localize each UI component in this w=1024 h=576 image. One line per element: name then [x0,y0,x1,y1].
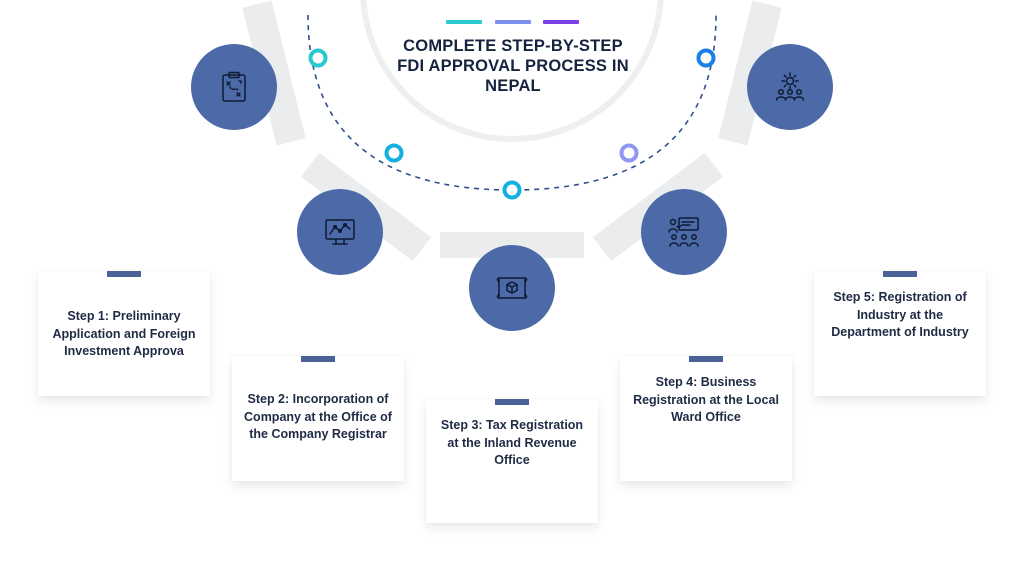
step-5-card-bar [883,271,917,277]
step-5-icon-circle [747,44,833,130]
step-2-icon-circle [297,189,383,275]
step-1-card-bar [107,271,141,277]
title-accent-bars [446,20,580,26]
blueprint-box-icon [496,277,528,299]
step-4-card: Step 4: Business Registration at the Loc… [620,356,792,481]
step-1-card: Step 1: Preliminary Application and Fore… [38,271,210,396]
gear-team-icon [775,72,805,101]
step-3-label: Step 3: Tax Registration at the Inland R… [440,418,584,467]
step-3-icon-circle [469,245,555,331]
step-3-card-bar [495,399,529,405]
step-4-label: Step 4: Business Registration at the Loc… [633,375,779,424]
page-title: COMPLETE STEP-BY-STEP FDI APPROVAL PROCE… [397,37,629,95]
monitor-chart-icon [325,219,355,245]
accent-bar-purple [543,20,579,24]
timeline-dot-5 [696,48,716,68]
title-inner-disc [366,0,658,136]
timeline-dot-2 [384,143,404,163]
presentation-meeting-icon [668,217,699,247]
timeline-dot-3 [502,180,522,200]
step-5-card: Step 5: Registration of Industry at the … [814,271,986,396]
step-4-icon-circle [641,189,727,275]
step-2-card-bar [301,356,335,362]
clipboard-strategy-icon [222,71,246,102]
step-1-icon-circle [191,44,277,130]
step-2-card: Step 2: Incorporation of Company at the … [232,356,404,481]
timeline-dot-4 [619,143,639,163]
step-1-label: Step 1: Preliminary Application and Fore… [52,309,196,358]
accent-bar-cyan [446,20,482,24]
step-2-label: Step 2: Incorporation of Company at the … [244,392,392,441]
timeline-dot-1 [308,48,328,68]
step-4-card-bar [689,356,723,362]
step-5-label: Step 5: Registration of Industry at the … [831,290,969,339]
accent-bar-periwinkle [495,20,531,24]
step-3-card: Step 3: Tax Registration at the Inland R… [426,399,598,523]
